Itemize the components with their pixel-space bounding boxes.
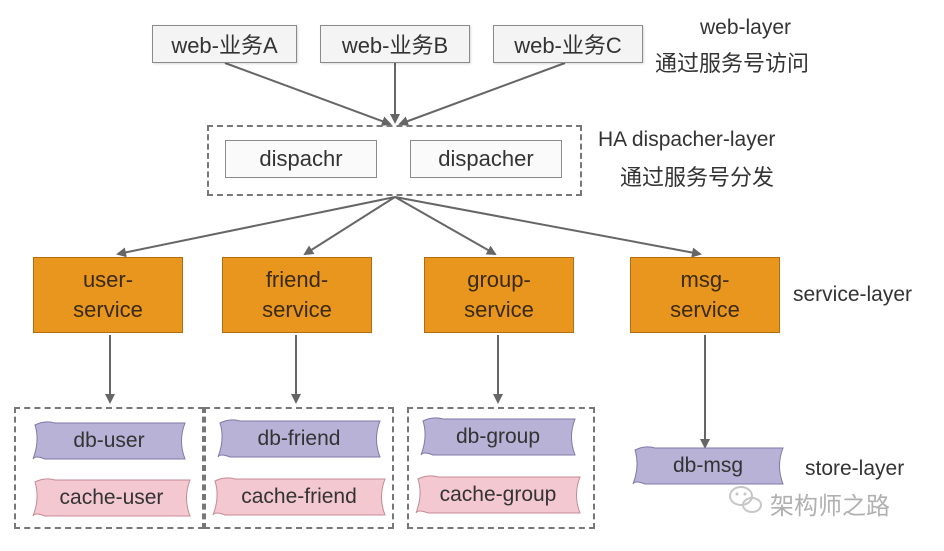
- store-shapes: [32, 417, 784, 517]
- cache-friend-shape: [212, 477, 386, 516]
- friend-store-group-border: [204, 407, 394, 529]
- arrow-dispatcher-msg: [394, 196, 702, 258]
- msg-service-line2: service: [670, 297, 740, 322]
- arrow-webA-dispatcher: [224, 62, 392, 126]
- wechat-icon: [729, 486, 762, 513]
- dispatcher-box-1: dispachr: [225, 140, 377, 178]
- store-layer-label: store-layer: [805, 457, 905, 480]
- group-service-line1: group-: [467, 267, 531, 292]
- web-box-b: web-业务B: [320, 25, 470, 63]
- db-msg-shape: [632, 446, 784, 485]
- web-box-c: web-业务C: [493, 25, 643, 63]
- arrow-dispatcher-user: [116, 196, 396, 258]
- dispatcher-layer-label: HA dispacher-layer: [598, 128, 776, 151]
- user-service-box: user- service: [33, 257, 183, 333]
- db-friend-shape: [217, 419, 381, 458]
- watermark-text: 架构师之路: [770, 493, 890, 520]
- db-msg-label: db-msg: [672, 454, 744, 477]
- dispatcher-box-2: dispacher: [410, 140, 562, 178]
- friend-service-line1: friend-: [265, 267, 329, 292]
- friend-service-line2: service: [262, 297, 332, 322]
- cache-friend-label: cache-friend: [241, 485, 357, 508]
- service-layer-label: service-layer: [793, 283, 913, 306]
- user-service-line2: service: [73, 297, 143, 322]
- arrow-webC-dispatcher: [398, 62, 566, 126]
- group-service-box: group- service: [424, 257, 574, 333]
- db-group-shape: [420, 417, 576, 456]
- msg-service-line1: msg-: [680, 267, 730, 292]
- db-user-shape: [32, 421, 186, 460]
- arrow-dispatcher-friend: [303, 196, 396, 256]
- group-store-group-border: [407, 407, 595, 529]
- user-service-line1: user-: [82, 267, 134, 292]
- dispatcher-layer-desc: 通过服务号分发: [620, 165, 775, 190]
- cache-group-shape: [415, 475, 581, 514]
- user-store-group-border: [14, 407, 204, 529]
- db-friend-label: db-friend: [257, 427, 341, 450]
- web-box-a: web-业务A: [152, 25, 297, 63]
- friend-service-box: friend- service: [222, 257, 372, 333]
- cache-user-label: cache-user: [59, 486, 164, 509]
- cache-user-shape: [32, 478, 191, 517]
- web-layer-desc: 通过服务号访问: [655, 51, 810, 76]
- dispatcher-group-border: [207, 125, 582, 196]
- cache-group-label: cache-group: [439, 483, 557, 506]
- msg-service-box: msg- service: [630, 257, 780, 333]
- web-layer-label: web-layer: [700, 16, 792, 39]
- arrow-dispatcher-group: [394, 196, 497, 255]
- db-user-label: db-user: [73, 429, 145, 452]
- db-group-label: db-group: [455, 425, 541, 448]
- group-service-line2: service: [464, 297, 534, 322]
